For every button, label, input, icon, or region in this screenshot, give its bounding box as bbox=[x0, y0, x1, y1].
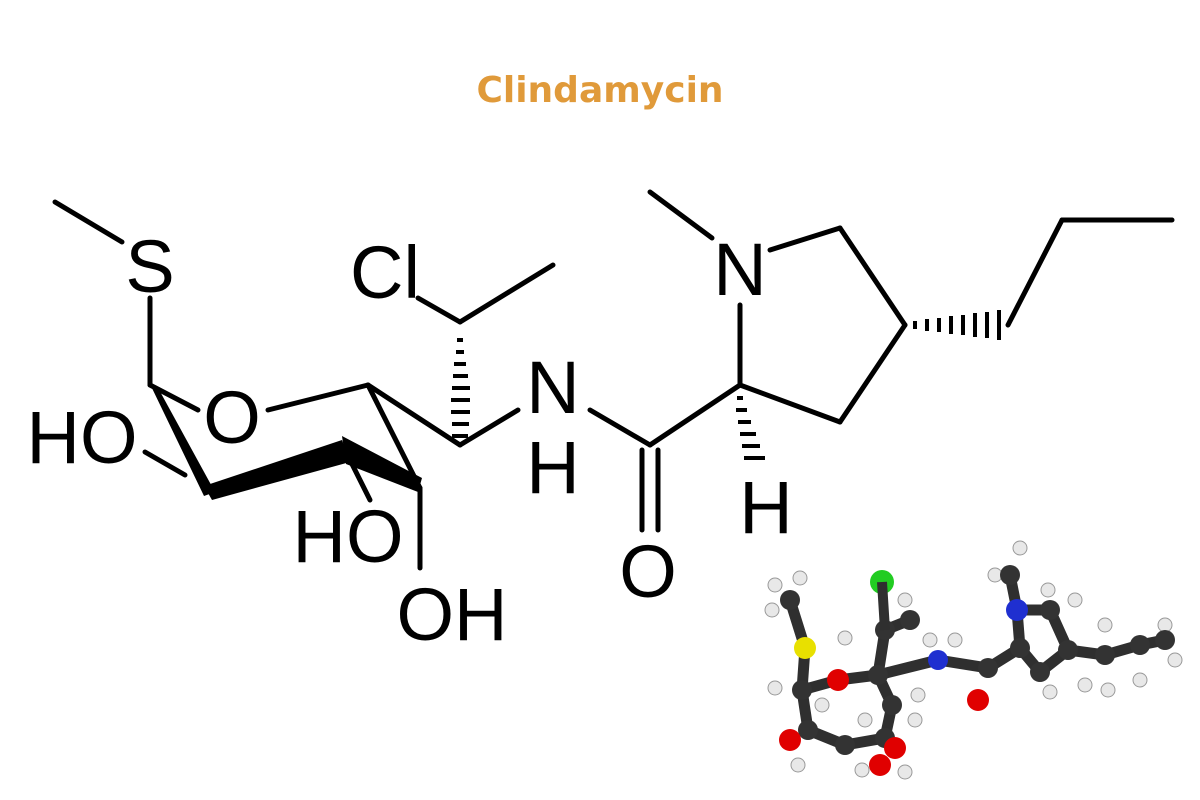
bond-c3-calpha bbox=[737, 382, 843, 425]
bond-carbonyl-calpha bbox=[647, 382, 743, 448]
bond-methyl-s bbox=[52, 199, 125, 245]
bond-c3-ho bbox=[342, 447, 373, 503]
atom-h-stereo: H bbox=[739, 466, 792, 549]
atom-cl: Cl bbox=[350, 231, 420, 314]
bond-wedge-c3-c4 bbox=[342, 436, 422, 492]
bond-hash-c6-c7 bbox=[451, 338, 470, 438]
atom-nh-h: H bbox=[526, 426, 579, 509]
bond-bold-c2-c3 bbox=[204, 440, 350, 500]
molecule-title: Clindamycin bbox=[476, 70, 724, 111]
bond-c4-c5 bbox=[365, 382, 423, 491]
model-atoms-carbon bbox=[780, 565, 1175, 755]
model-atoms-oxygen bbox=[779, 669, 989, 776]
bond-ch2-c4 bbox=[837, 225, 908, 328]
bond-n-carbonyl bbox=[587, 407, 653, 448]
bond-n-ch2 bbox=[767, 225, 843, 253]
bond-hash-calpha-h bbox=[736, 396, 765, 460]
bond-n-methyl bbox=[647, 189, 715, 241]
bond-c6-n bbox=[457, 407, 521, 448]
bond-c2-ho bbox=[142, 449, 188, 478]
bond-o-c5 bbox=[265, 382, 371, 413]
atom-oh-bottom: OH bbox=[397, 573, 508, 656]
bond-c4-c3 bbox=[837, 322, 908, 425]
atom-ho-left: HO bbox=[27, 396, 138, 479]
bond-c7-cl bbox=[415, 295, 463, 325]
atom-o-carbonyl: O bbox=[619, 530, 677, 613]
model-atom-sulfur bbox=[794, 637, 816, 659]
atom-ho-mid: HO bbox=[293, 495, 404, 578]
bond-c5-c6 bbox=[365, 382, 463, 448]
atom-o-ring: O bbox=[203, 376, 261, 459]
model-atoms-nitrogen bbox=[928, 599, 1028, 670]
bond-hash-c4-propyl bbox=[913, 310, 1001, 340]
model-atoms-hydrogen bbox=[764, 540, 1183, 780]
atom-s: S bbox=[125, 225, 174, 308]
bond-wedge-c1-c2 bbox=[150, 384, 215, 496]
bond-propyl-1 bbox=[1005, 217, 1065, 328]
atom-nh-n: N bbox=[526, 346, 579, 429]
atom-n-ring: N bbox=[713, 228, 766, 311]
ball-and-stick-model bbox=[764, 540, 1183, 780]
bond-c7-methyl bbox=[457, 262, 556, 325]
